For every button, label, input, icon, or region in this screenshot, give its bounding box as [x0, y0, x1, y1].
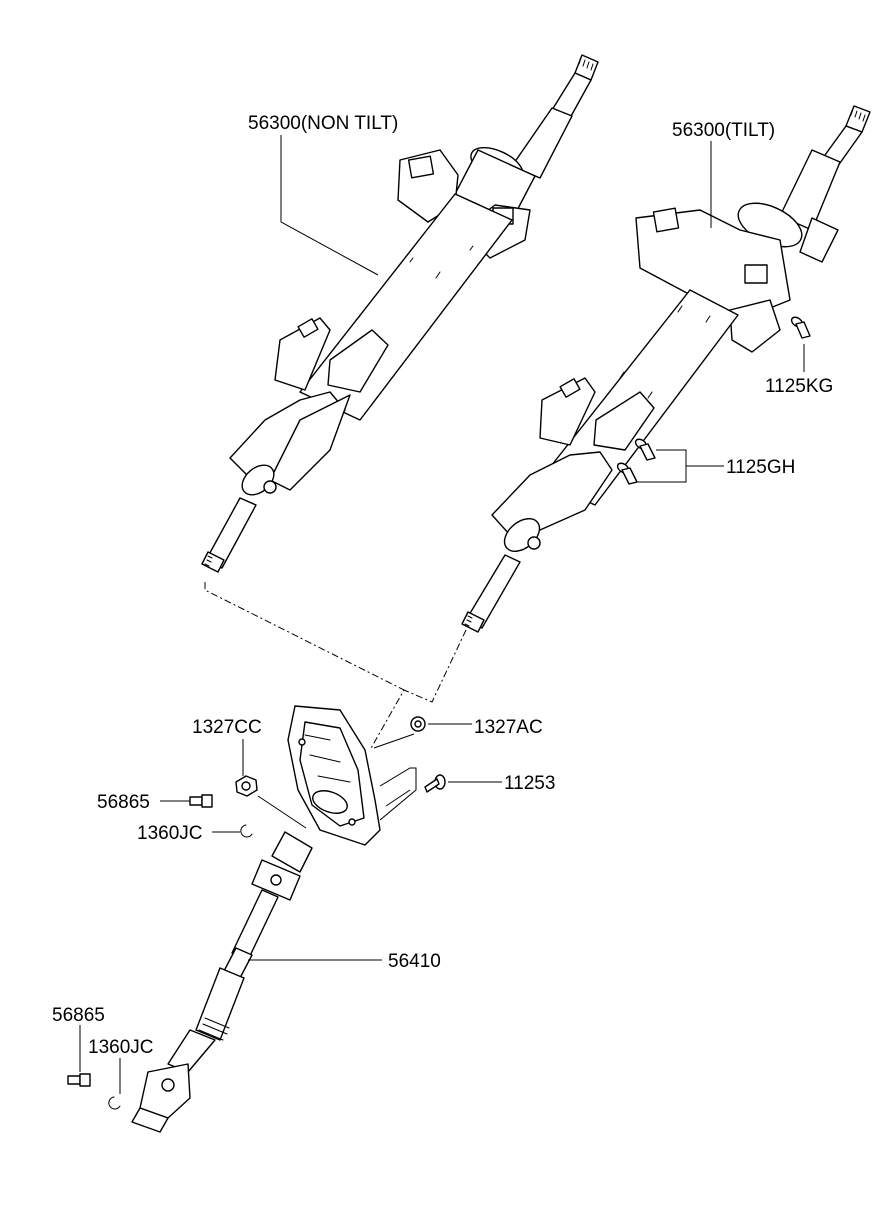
callout-1360jc-lower: 1360JC [88, 1037, 154, 1058]
cover-stud-lines [379, 767, 417, 821]
leader-1327ac [373, 723, 472, 749]
callout-56410: 56410 [388, 951, 441, 972]
leader-56300-non-tilt [280, 135, 379, 276]
bolts-1125gh[interactable] [616, 437, 656, 485]
callout-1327ac: 1327AC [474, 717, 543, 738]
callout-1125gh: 1125GH [726, 457, 795, 478]
callout-11253: 11253 [504, 773, 555, 794]
alignment-line-left [204, 582, 405, 751]
callout-56300-non-tilt: 56300(NON TILT) [248, 113, 398, 134]
steering-column-non-tilt[interactable] [201, 54, 599, 573]
callout-1125kg: 1125KG [765, 376, 833, 397]
clip-1360jc-lower[interactable] [108, 1096, 121, 1110]
callout-56300-tilt: 56300(TILT) [672, 120, 775, 141]
clip-1360jc-upper[interactable] [240, 824, 253, 838]
callout-56865-lower: 56865 [52, 1005, 105, 1026]
steering-column-tilt[interactable] [461, 105, 871, 633]
intermediate-shaft-56410[interactable] [131, 831, 313, 1133]
bolt-11253[interactable] [424, 774, 446, 793]
alignment-line-right [403, 629, 467, 703]
bolt-56865-upper[interactable] [189, 794, 213, 808]
leader-1125gh [636, 449, 724, 483]
bolt-56865-lower[interactable] [67, 1073, 91, 1087]
leader-1327cc [242, 739, 307, 829]
callout-56865-upper: 56865 [97, 792, 150, 813]
callout-1327cc: 1327CC [192, 717, 262, 738]
nut-1327ac[interactable] [410, 716, 426, 732]
dust-cover-plate[interactable] [287, 705, 381, 846]
bolt-1125kg[interactable] [790, 315, 811, 339]
nut-1327cc[interactable] [235, 775, 258, 797]
callout-1360jc-upper: 1360JC [137, 823, 203, 844]
